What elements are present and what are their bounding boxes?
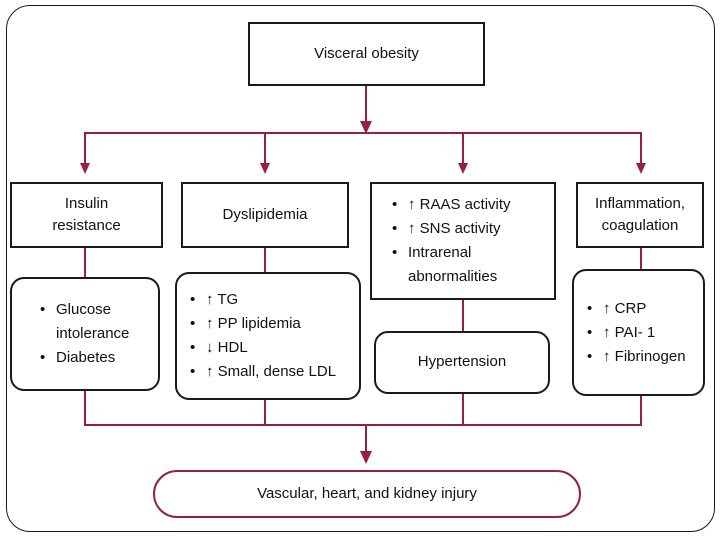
- diagram-frame: [6, 5, 715, 532]
- arrow-down-icon: [260, 163, 270, 174]
- list-item-text: Intrarenal abnormalities: [408, 244, 498, 285]
- bullet-dot: •: [190, 339, 196, 356]
- glucose-list: • Glucose intolerance • Diabetes: [40, 298, 154, 370]
- connector-top-vertical: [365, 86, 367, 123]
- list-item: • ↑ TG: [190, 288, 355, 312]
- connector-drop-inflammation: [640, 133, 642, 164]
- vascular-injury-label: Vascular, heart, and kidney injury: [257, 484, 477, 502]
- inflammation-coagulation-box: Inflammation, coagulation: [576, 182, 704, 248]
- bullet-dot: •: [190, 291, 196, 308]
- list-item-text: ↑ RAAS activity: [408, 196, 511, 213]
- connector-drop-raas: [462, 133, 464, 164]
- dyslipidemia-label: Dyslipidemia: [222, 205, 308, 223]
- list-item-text: ↑ CRP: [603, 299, 647, 317]
- arrow-down-icon: [360, 121, 372, 134]
- bullet-dot: •: [190, 315, 196, 332]
- list-item: • ↑ Fibrinogen: [587, 345, 701, 369]
- connector-branch-bar: [84, 132, 642, 134]
- list-item: • Diabetes: [40, 346, 154, 370]
- connector-bottom-vertical: [365, 425, 367, 453]
- lipids-box: • ↑ TG • ↑ PP lipidemia • ↓ HDL • ↑ Smal…: [175, 272, 361, 400]
- list-item: • ↓ HDL: [190, 336, 355, 360]
- connector-drop-dyslipidemia: [264, 133, 266, 164]
- list-item: • ↑ CRP: [587, 297, 701, 321]
- bullet-dot: •: [392, 220, 398, 237]
- connector-hypertension-down: [462, 394, 464, 426]
- list-item-text: ↑ TG: [206, 291, 239, 308]
- raas-box: • ↑ RAAS activity • ↑ SNS activity • Int…: [370, 182, 556, 300]
- list-item-text: Diabetes: [56, 349, 116, 366]
- list-item: • Glucose intolerance: [40, 298, 154, 346]
- vascular-injury-box: Vascular, heart, and kidney injury: [153, 470, 581, 518]
- bullet-dot: •: [392, 196, 398, 213]
- list-item: • ↑ RAAS activity: [392, 193, 550, 217]
- connector-dyslipidemia-lipids: [264, 248, 266, 273]
- list-item-text: ↑ Small, dense LDL: [206, 363, 337, 380]
- connector-drop-insulin: [84, 133, 86, 164]
- bullet-dot: •: [392, 244, 398, 261]
- dyslipidemia-box: Dyslipidemia: [181, 182, 349, 248]
- list-item: • ↑ Small, dense LDL: [190, 360, 355, 384]
- connector-insulin-glucose: [84, 248, 86, 277]
- list-item-text: ↑ PP lipidemia: [206, 315, 301, 332]
- visceral-obesity-box: Visceral obesity: [248, 22, 485, 86]
- insulin-resistance-label: Insulin resistance: [52, 194, 121, 235]
- hypertension-box: Hypertension: [374, 331, 550, 394]
- bullet-dot: •: [40, 301, 46, 318]
- list-item-text: Glucose intolerance: [56, 301, 130, 342]
- lipids-list: • ↑ TG • ↑ PP lipidemia • ↓ HDL • ↑ Smal…: [190, 288, 355, 384]
- connector-raas-hypertension: [462, 300, 464, 331]
- list-item: • ↑ SNS activity: [392, 217, 550, 241]
- visceral-obesity-label: Visceral obesity: [314, 44, 419, 62]
- connector-glucose-down: [84, 391, 86, 426]
- arrow-down-icon: [458, 163, 468, 174]
- list-item-text: ↑ SNS activity: [408, 220, 501, 237]
- raas-list: • ↑ RAAS activity • ↑ SNS activity • Int…: [392, 193, 550, 289]
- bullet-dot: •: [40, 349, 46, 366]
- list-item: • ↑ PP lipidemia: [190, 312, 355, 336]
- arrow-down-icon: [80, 163, 90, 174]
- bullet-dot: •: [587, 299, 593, 317]
- connector-converge-bar: [84, 424, 642, 426]
- list-item-text: ↓ HDL: [206, 339, 248, 356]
- bullet-dot: •: [587, 347, 593, 365]
- inflammation-markers-box: • ↑ CRP • ↑ PAI- 1 • ↑ Fibrinogen: [572, 269, 705, 396]
- list-item: • Intrarenal abnormalities: [392, 241, 550, 289]
- insulin-resistance-box: Insulin resistance: [10, 182, 163, 248]
- bullet-dot: •: [587, 323, 593, 341]
- glucose-intolerance-box: • Glucose intolerance • Diabetes: [10, 277, 160, 391]
- hypertension-label: Hypertension: [417, 353, 507, 371]
- markers-list: • ↑ CRP • ↑ PAI- 1 • ↑ Fibrinogen: [587, 297, 701, 369]
- connector-inflammation-markers: [640, 248, 642, 269]
- list-item-text: ↑ Fibrinogen: [603, 347, 686, 365]
- inflammation-coagulation-label: Inflammation, coagulation: [594, 194, 686, 235]
- list-item: • ↑ PAI- 1: [587, 321, 701, 345]
- connector-markers-down: [640, 396, 642, 426]
- list-item-text: ↑ PAI- 1: [603, 323, 656, 341]
- connector-lipids-down: [264, 400, 266, 426]
- arrow-down-icon: [360, 451, 372, 464]
- bullet-dot: •: [190, 363, 196, 380]
- arrow-down-icon: [636, 163, 646, 174]
